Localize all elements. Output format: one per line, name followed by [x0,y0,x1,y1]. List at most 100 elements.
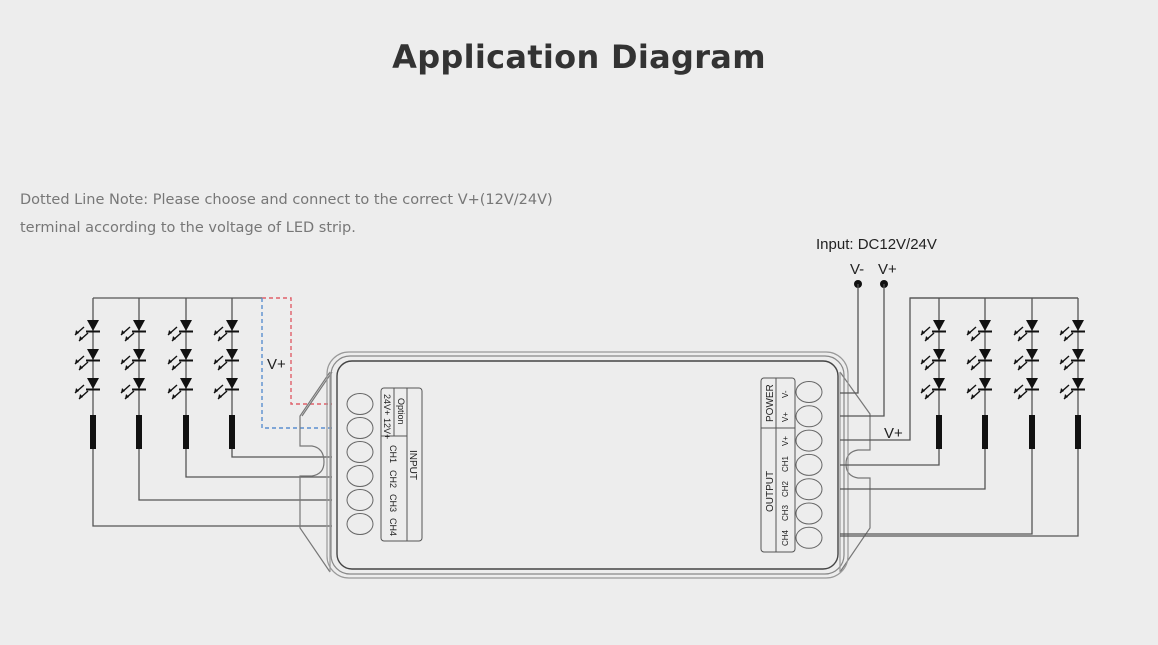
input-terminal-screw [346,465,374,487]
power-vplus-label: V+ [878,261,897,278]
left-channel-1 [74,298,101,449]
term-label-12v: 12V+ [382,418,392,439]
led-icon [1013,348,1040,371]
led-icon [213,348,240,371]
resistor-icon [183,415,189,449]
out-label-ch3: CH3 [781,504,790,521]
left-ch3-wire [138,449,332,501]
right-channel-4 [1059,298,1086,449]
led-icon [74,377,101,400]
output-terminal-screw [795,502,823,525]
led-icon [920,377,947,400]
page-title: Application Diagram [392,38,766,76]
term-label-24v: 24V+ [382,394,392,415]
out-label-ch2: CH2 [781,480,790,497]
right-ch2-wire [840,449,986,490]
led-icon [213,319,240,342]
option-label: Option [396,398,406,425]
led-icon [966,377,993,400]
output-terminal-screw [795,478,823,501]
left-ch1-wire [231,449,332,458]
out-label-ch1: CH1 [781,455,790,472]
power-vminus-label: V- [850,261,864,278]
output-label: OUTPUT [765,471,776,512]
dashed-24v-line [262,297,332,405]
out-label-vplus-2: V+ [781,436,790,446]
led-icon [74,319,101,342]
output-terminal-screw [795,526,823,549]
output-terminal-screw [795,429,823,452]
input-terminal-screw [346,393,374,415]
right-ch4-wire [840,449,1079,537]
resistor-icon [90,415,96,449]
input-terminal-screw [346,513,374,535]
left-channel-3 [167,298,194,449]
output-terminal-screw [795,381,823,403]
output-terminal-screw [795,405,823,428]
input-terminal-screw [346,417,374,439]
right-vplus-wire [840,297,1078,441]
resistor-icon [1075,415,1081,449]
led-icon [167,319,194,342]
right-led-strip [910,297,1086,449]
left-channel-2 [120,298,147,449]
right-vplus-label: V+ [884,425,903,442]
output-terminal-screw [795,453,823,476]
led-icon [120,319,147,342]
led-icon [167,377,194,400]
left-vplus-label: V+ [267,356,286,373]
out-label-ch4: CH4 [781,529,790,546]
resistor-icon [136,415,142,449]
right-channel-2 [966,298,993,449]
led-icon [74,348,101,371]
led-icon [1013,319,1040,342]
led-icon [920,348,947,371]
right-channel-3 [1013,298,1040,449]
note-line-1: Dotted Line Note: Please choose and conn… [20,192,553,208]
power-input-label: Input: DC12V/24V [816,236,937,253]
led-icon [920,319,947,342]
resistor-icon [229,415,235,449]
note-line-2: terminal according to the voltage of LED… [20,220,356,236]
led-icon [1059,377,1086,400]
right-channel-1 [920,298,947,449]
input-label: INPUT [407,450,418,480]
led-icon [1059,319,1086,342]
led-icon [1059,348,1086,371]
left-channel-4 [213,298,240,449]
output-terminal-block: POWER OUTPUT V- V+ V+ CH1 CH2 CH3 CH4 [760,377,823,553]
led-icon [966,319,993,342]
led-icon [213,377,240,400]
left-ch2-wire [185,449,332,478]
dashed-12v-line [261,298,332,429]
power-label: POWER [765,384,776,422]
left-led-strip [74,297,262,449]
resistor-icon [936,415,942,449]
out-label-vplus-1: V+ [781,412,790,422]
right-ch1-wire [840,449,940,466]
led-icon [966,348,993,371]
term-label-ch2: CH2 [388,470,398,488]
term-label-ch4: CH4 [388,518,398,536]
right-ch3-wire [840,449,1033,535]
resistor-icon [982,415,988,449]
term-label-ch3: CH3 [388,494,398,512]
input-terminal-screw [346,489,374,511]
left-channel-wires [92,449,332,527]
dotted-line-note: Dotted Line Note: Please choose and conn… [20,186,620,242]
left-ch4-wire [92,449,332,527]
out-label-vminus: V- [781,390,790,398]
power-vplus-wire [840,284,885,417]
input-terminal-screw [346,441,374,463]
power-vminus-wire [840,284,859,394]
led-icon [1013,377,1040,400]
power-wires [840,284,885,417]
term-label-ch1: CH1 [388,445,398,463]
input-terminal-block: Option INPUT 24V+ 12V+ CH1 CH2 CH3 CH4 [346,387,423,542]
led-icon [120,348,147,371]
right-channel-wires [840,297,1079,537]
led-icon [167,348,194,371]
resistor-icon [1029,415,1035,449]
led-icon [120,377,147,400]
